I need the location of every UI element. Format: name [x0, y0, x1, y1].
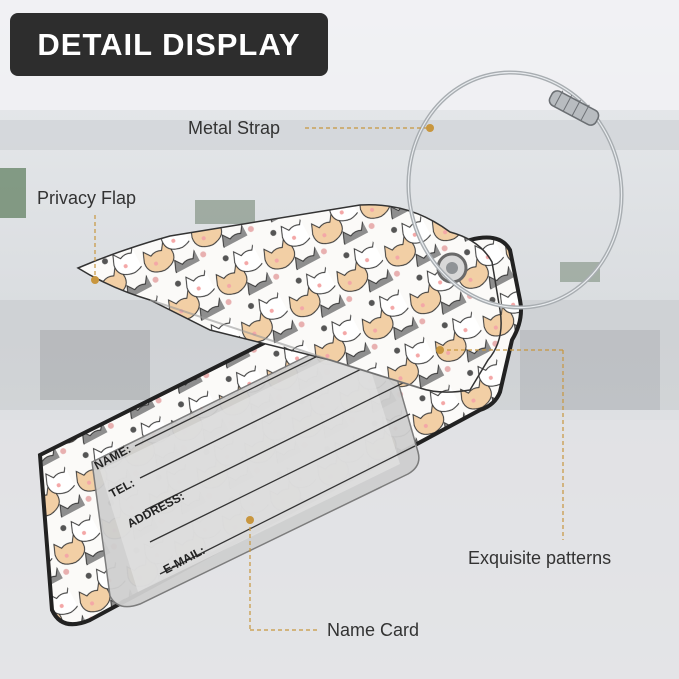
- detail-display-badge: DETAIL DISPLAY: [10, 13, 328, 76]
- privacy-flap: [76, 203, 502, 393]
- exquisite-patterns-label: Exquisite patterns: [468, 548, 612, 568]
- metal-strap: [406, 70, 624, 310]
- name-card-leader: [249, 520, 320, 631]
- privacy-flap-label: Privacy Flap: [37, 188, 137, 208]
- metal-strap-label: Metal Strap: [188, 118, 281, 138]
- page-title: DETAIL DISPLAY: [37, 26, 301, 62]
- exquisite-leader: [440, 349, 564, 540]
- name-card-label: Name Card: [327, 620, 420, 640]
